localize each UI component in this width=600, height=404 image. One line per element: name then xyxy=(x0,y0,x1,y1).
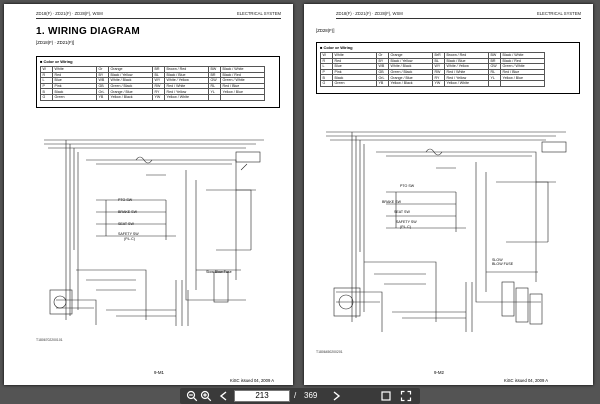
label-brake: BRAKE SW xyxy=(118,210,137,214)
model-label: [ZD28(F)] xyxy=(316,28,335,33)
label-safety: SAFETY SW xyxy=(118,232,139,236)
wire-code: G xyxy=(320,80,333,87)
label-fuse: Slow Blow Fuse xyxy=(206,270,232,274)
wire-color: Green xyxy=(52,94,97,101)
wire-color: Black / White xyxy=(220,66,265,73)
wire-code: G xyxy=(40,94,53,101)
header-model: ZD18(F) · ZD21(F) · ZD28(F), WSM xyxy=(36,11,103,16)
label-seat: SEAT SW xyxy=(118,222,134,226)
page-header: ZD18(F) · ZD21(F) · ZD28(F), WSM ELECTRI… xyxy=(336,11,581,19)
page-separator: / xyxy=(294,391,297,400)
page-header: ZD18(F) · ZD21(F) · ZD28(F), WSM ELECTRI… xyxy=(36,11,281,19)
issue-note: KiSC issued 04, 2009 A xyxy=(230,378,274,383)
section-heading: 1. WIRING DIAGRAM xyxy=(36,26,140,37)
wire-color: Yellow / White xyxy=(164,94,209,101)
total-pages: 369 xyxy=(304,391,318,400)
wire-code: YB xyxy=(376,80,389,87)
wire-color: Yellow / Black xyxy=(108,94,153,101)
wire-color xyxy=(220,94,265,101)
wire-code: YW xyxy=(432,80,445,87)
wire-color xyxy=(500,80,545,87)
wire-color: Green xyxy=(332,80,377,87)
header-section: ELECTRICAL SYSTEM xyxy=(236,11,281,16)
wire-color: Black / Red xyxy=(220,71,265,79)
wire-color: Yellow / Blue xyxy=(220,88,265,95)
label-pto: PTO SW xyxy=(118,198,133,202)
figure-id: T1806450200201 xyxy=(316,350,343,354)
prev-page-icon[interactable] xyxy=(218,390,230,402)
wire-color: Red / Blue xyxy=(220,82,265,90)
wire-code: YW xyxy=(152,94,165,101)
legend-title: ■ Color or Wiring xyxy=(40,59,73,64)
fullscreen-icon[interactable] xyxy=(400,390,412,402)
wire-code xyxy=(208,94,221,101)
legend-title: ■ Color or Wiring xyxy=(320,45,353,50)
fit-page-icon[interactable] xyxy=(380,390,392,402)
wire-code: YB xyxy=(96,94,109,101)
page-number: 9-M2 xyxy=(434,370,445,375)
wire-color: Red / Blue xyxy=(500,68,545,76)
wire-color: Green / White xyxy=(220,77,265,84)
label-safety-sub: (P.L.C) xyxy=(400,225,411,229)
label-pto: PTO SW xyxy=(400,184,415,188)
page-number: 9-M1 xyxy=(154,370,165,375)
wire-color: Yellow / Black xyxy=(388,80,433,87)
page-left: ZD18(F) · ZD21(F) · ZD28(F), WSM ELECTRI… xyxy=(4,4,293,385)
viewer-toolbar: 213 / 369 xyxy=(180,388,420,404)
wire-code xyxy=(488,80,501,87)
wiring-diagram xyxy=(44,139,264,326)
label-brake: BRAKE SW xyxy=(382,200,401,204)
issue-note: KiSC issued 04, 2009 A xyxy=(504,378,548,383)
label-fuse: SLOW BLOW FUSE xyxy=(492,258,514,266)
page-right: ZD18(F) · ZD21(F) · ZD28(F), WSM ELECTRI… xyxy=(304,4,593,385)
label-safety-sub: (P.L.C) xyxy=(124,237,135,241)
header-model: ZD18(F) · ZD21(F) · ZD28(F), WSM xyxy=(336,11,403,16)
wiring-diagram xyxy=(326,131,567,332)
label-seat: SEAT SW xyxy=(394,210,410,214)
next-page-icon[interactable] xyxy=(330,390,342,402)
model-label: [ZD18(F) · ZD21(F)] xyxy=(36,40,75,45)
wire-color: Yellow / Blue xyxy=(500,74,545,81)
wire-color: Yellow / White xyxy=(444,80,489,87)
zoom-out-icon[interactable] xyxy=(186,390,198,402)
label-safety: SAFETY SW xyxy=(396,220,417,224)
wire-color: Green / White xyxy=(500,63,545,70)
figure-id: T1806702200101 xyxy=(36,338,63,342)
zoom-in-icon[interactable] xyxy=(200,390,212,402)
header-section: ELECTRICAL SYSTEM xyxy=(536,11,581,16)
page-number-input[interactable]: 213 xyxy=(234,390,290,402)
